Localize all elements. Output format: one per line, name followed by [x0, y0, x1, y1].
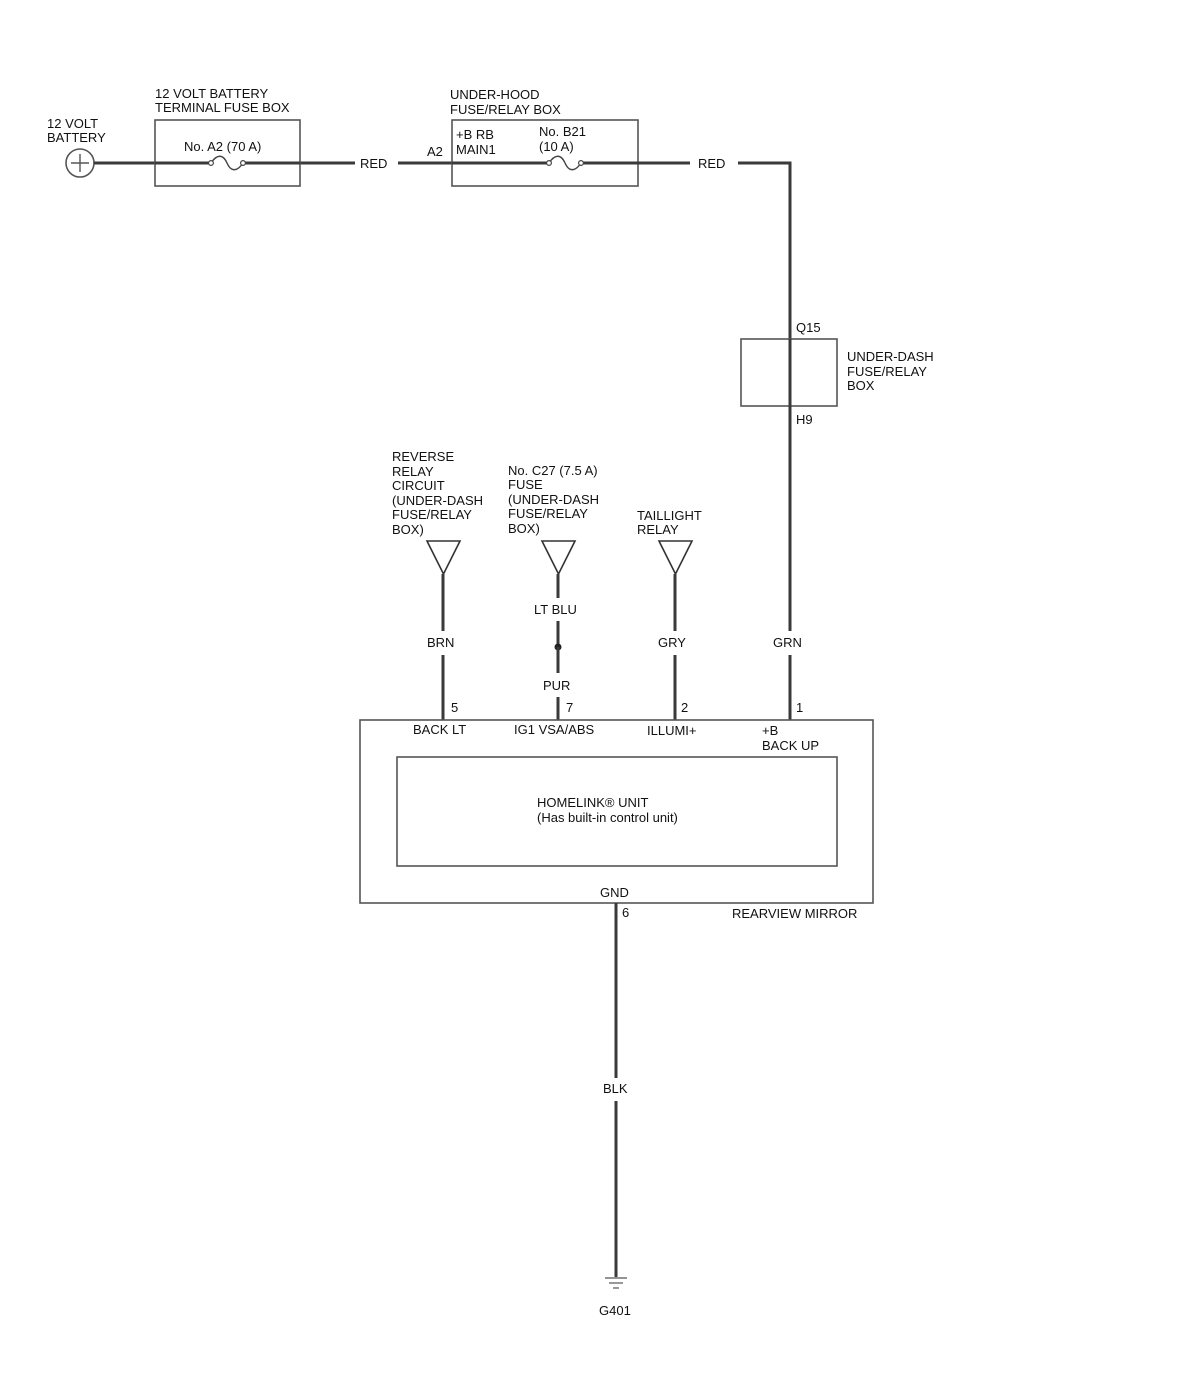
fuse-b21-terminal-right — [577, 160, 584, 167]
wire-label-gry: GRY — [658, 635, 686, 650]
fuse-c27-line2: FUSE — [508, 477, 543, 492]
pin-gnd-label: GND — [600, 885, 629, 900]
fuse-c27-line3: (UNDER-DASH — [508, 492, 599, 507]
wire-label-grn: GRN — [773, 635, 802, 650]
terminal-fuse-box-outline — [154, 119, 301, 187]
taillight-relay-source-icon — [657, 540, 694, 576]
reverse-relay-line3: CIRCUIT — [392, 478, 445, 493]
fuse-a2-terminal-right — [240, 160, 247, 167]
homelink-unit-outline — [396, 756, 838, 867]
pin-ig1-label: IG1 VSA/ABS — [514, 722, 595, 737]
wire-label-blk: BLK — [603, 1081, 628, 1096]
under-dash-title-line3: BOX — [847, 378, 875, 393]
fuse-b21-label-line1: No. B21 — [539, 124, 586, 139]
wire-label-red-1: RED — [360, 156, 387, 171]
reverse-relay-line5: FUSE/RELAY — [392, 507, 472, 522]
fuse-c27-source-icon — [540, 540, 577, 576]
homelink-unit-title: HOMELINK® UNIT — [537, 795, 648, 810]
fuse-b21-icon — [548, 155, 582, 171]
fuse-c27-line1: No. C27 (7.5 A) — [508, 463, 598, 478]
under-hood-input-pin: A2 — [427, 144, 443, 159]
fuse-a2-terminal-left — [208, 160, 215, 167]
pin-backup-label-line1: +B — [762, 723, 778, 738]
pin-1-number: 1 — [796, 700, 803, 715]
fuse-a2-label: No. A2 (70 A) — [184, 139, 261, 154]
homelink-unit-subtitle: (Has built-in control unit) — [537, 810, 678, 825]
reverse-relay-line6: BOX) — [392, 522, 424, 537]
rearview-mirror: BACK LT IG1 VSA/ABS ILLUMI+ +B BACK UP H… — [359, 719, 874, 921]
pin-illumi-label: ILLUMI+ — [647, 723, 697, 738]
taillight-relay-line1: TAILLIGHT — [637, 508, 702, 523]
under-dash-fuse-box: Q15 H9 UNDER-DASH FUSE/RELAY BOX — [740, 320, 934, 427]
under-hood-title-line1: UNDER-HOOD — [450, 87, 540, 102]
under-dash-out-pin: H9 — [796, 412, 813, 427]
under-hood-fuse-box-outline — [451, 119, 639, 187]
under-dash-title-line2: FUSE/RELAY — [847, 364, 927, 379]
pin-back-lt-label: BACK LT — [413, 722, 466, 737]
pin-7-number: 7 — [566, 700, 573, 715]
under-dash-in-pin: Q15 — [796, 320, 821, 335]
pin-2-number: 2 — [681, 700, 688, 715]
taillight-relay-line2: RELAY — [637, 522, 679, 537]
pin-5-number: 5 — [451, 700, 458, 715]
fuse-c27-source: No. C27 (7.5 A) FUSE (UNDER-DASH FUSE/RE… — [508, 463, 599, 720]
reverse-relay-source-icon — [425, 540, 462, 576]
pin-backup-label-line2: BACK UP — [762, 738, 819, 753]
fuse-a2-icon — [210, 155, 244, 171]
wire-label-lt-blu: LT BLU — [534, 602, 577, 617]
fuse-b21-terminal-left — [545, 160, 552, 167]
under-dash-title-line1: UNDER-DASH — [847, 349, 934, 364]
reverse-relay-line1: REVERSE — [392, 449, 454, 464]
fuse-c27-line4: FUSE/RELAY — [508, 506, 588, 521]
fuse-b21-label-line2: (10 A) — [539, 139, 574, 154]
terminal-fuse-box-title-line2: TERMINAL FUSE BOX — [155, 100, 290, 115]
fuse-c27-line5: BOX) — [508, 521, 540, 536]
reverse-relay-line4: (UNDER-DASH — [392, 493, 483, 508]
reverse-relay-line2: RELAY — [392, 464, 434, 479]
under-hood-terminal-line2: MAIN1 — [456, 142, 496, 157]
wire-label-brn: BRN — [427, 635, 454, 650]
wire-label-pur: PUR — [543, 678, 570, 693]
battery: 12 VOLT BATTERY — [47, 116, 106, 178]
rearview-mirror-label: REARVIEW MIRROR — [732, 906, 857, 921]
ground-circuit: 6 BLK G401 — [599, 903, 631, 1318]
battery-label-line1: 12 VOLT — [47, 116, 98, 131]
under-hood-title-line2: FUSE/RELAY BOX — [450, 102, 561, 117]
taillight-relay-source: TAILLIGHT RELAY GRY 2 — [637, 508, 702, 720]
terminal-fuse-box-title-line1: 12 VOLT BATTERY — [155, 86, 269, 101]
terminal-fuse-box: 12 VOLT BATTERY TERMINAL FUSE BOX No. A2… — [154, 86, 301, 187]
reverse-relay-source: REVERSE RELAY CIRCUIT (UNDER-DASH FUSE/R… — [392, 449, 483, 720]
under-hood-fuse-box: UNDER-HOOD FUSE/RELAY BOX +B RB MAIN1 No… — [450, 87, 639, 187]
wire-red-2-right — [738, 161, 792, 339]
under-hood-terminal-line1: +B RB — [456, 127, 494, 142]
pin-6-number: 6 — [622, 905, 629, 920]
battery-label-line2: BATTERY — [47, 130, 106, 145]
ground-label: G401 — [599, 1303, 631, 1318]
wire-label-red-2: RED — [698, 156, 725, 171]
